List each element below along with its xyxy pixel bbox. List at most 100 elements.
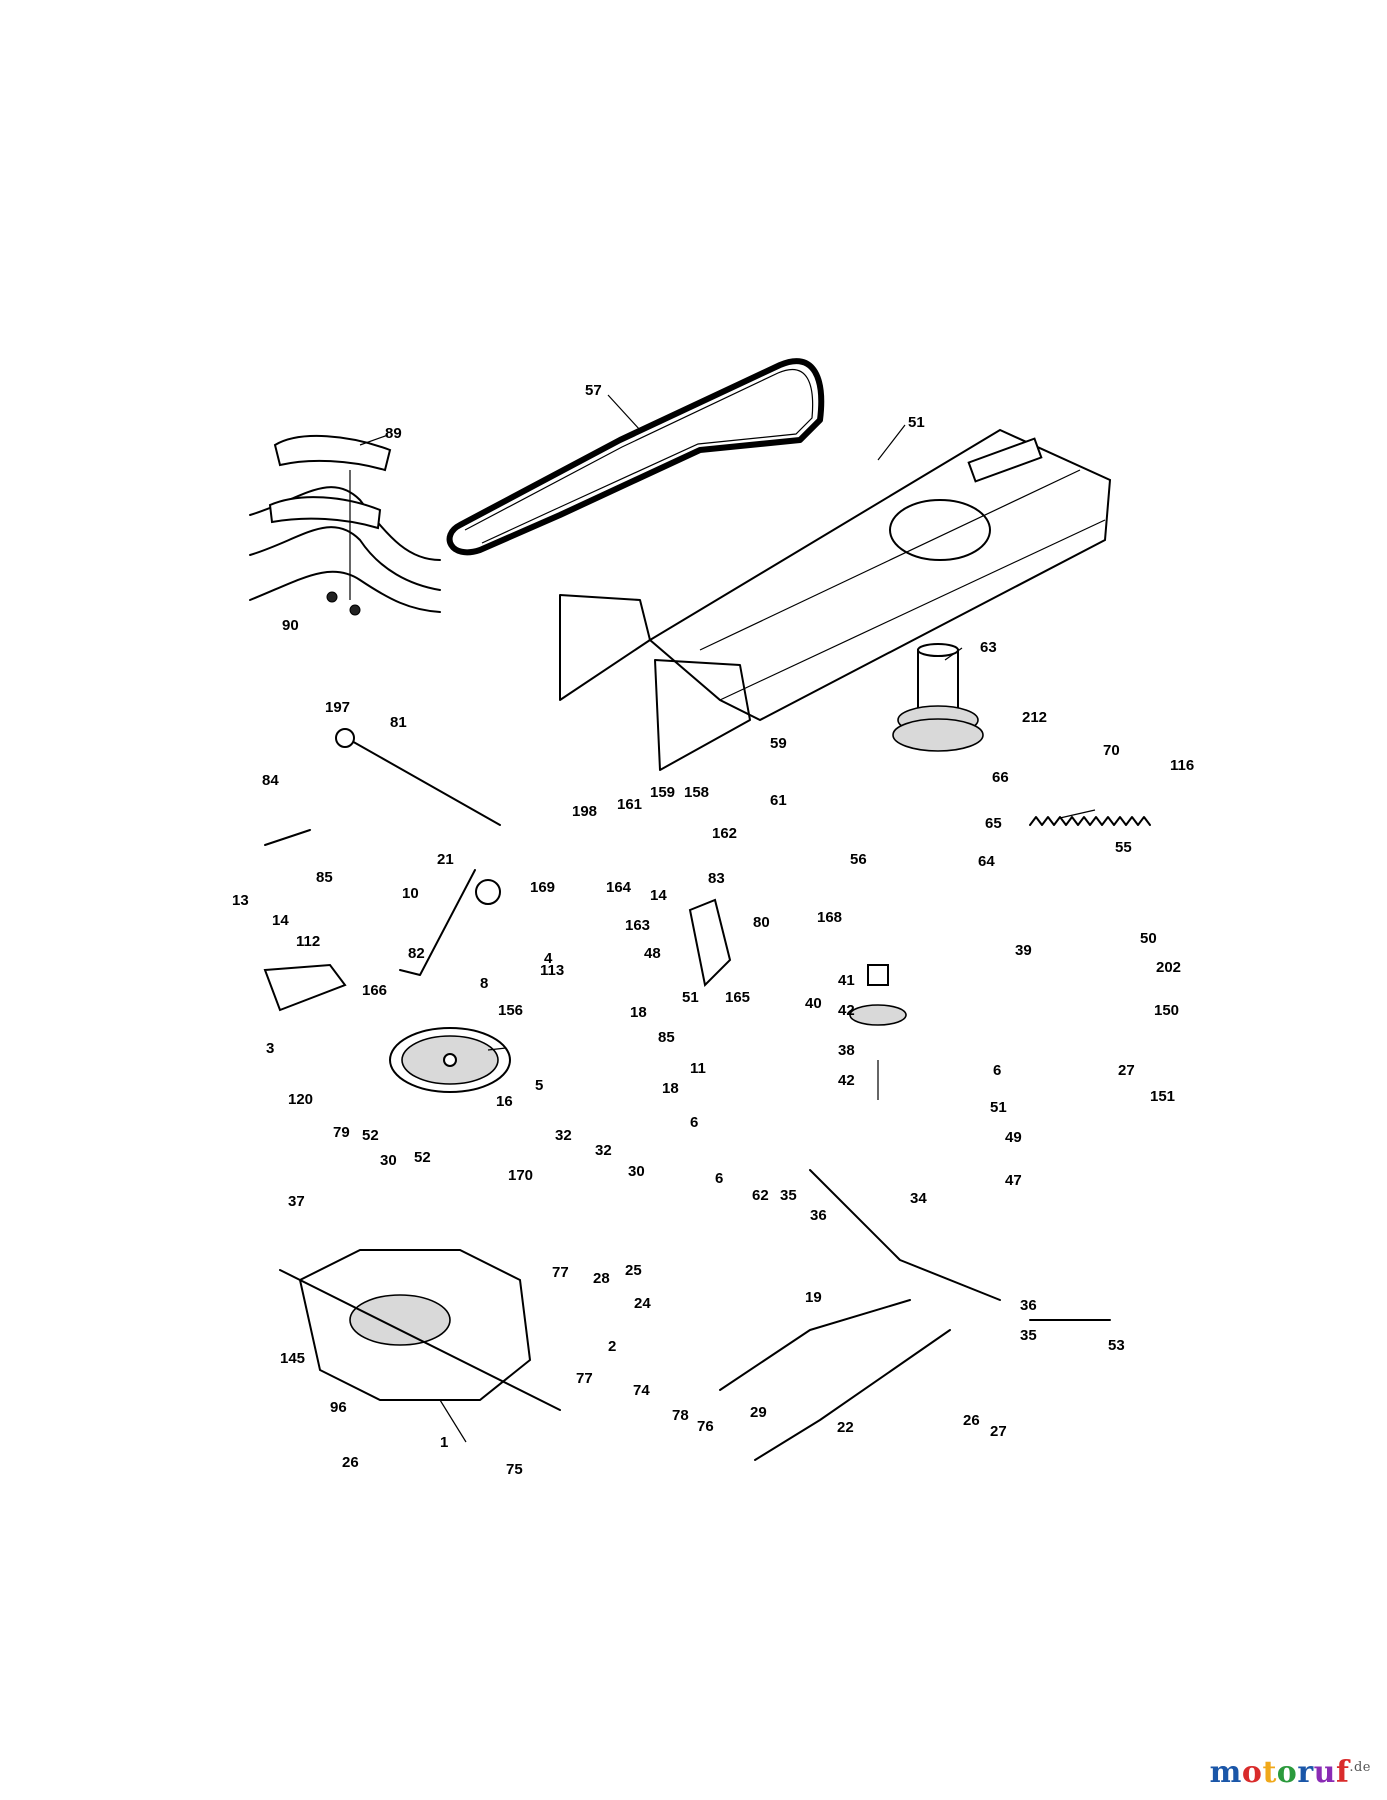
callout-label: 25 — [625, 1262, 642, 1279]
callout-label: 1 — [440, 1434, 448, 1451]
callout-label: 16 — [496, 1093, 513, 1110]
callout-labels: 57 89 51 90 63 212 70 116 59 61 66 197 8… — [232, 382, 1194, 1478]
callout-label: 64 — [978, 853, 995, 870]
callout-label: 55 — [1115, 839, 1132, 856]
shift-rod-part — [335, 728, 501, 826]
callout-label: 28 — [593, 1270, 610, 1287]
callout-label: 5 — [535, 1077, 543, 1094]
callout-label: 42 — [838, 1002, 855, 1019]
callout-label: 77 — [576, 1370, 593, 1387]
callout-label: 38 — [838, 1042, 855, 1059]
callout-label: 48 — [644, 945, 661, 962]
callout-label: 168 — [817, 909, 842, 926]
callout-label: 13 — [232, 892, 249, 909]
callout-label: 96 — [330, 1399, 347, 1416]
callout-label: 6 — [715, 1170, 723, 1187]
callout-label: 66 — [992, 769, 1009, 786]
callout-label: 62 — [752, 1187, 769, 1204]
callout-label: 74 — [633, 1382, 650, 1399]
callout-label: 18 — [662, 1080, 679, 1097]
callout-label: 77 — [552, 1264, 569, 1281]
idler-pulley-parts — [849, 964, 907, 1100]
callout-label: 39 — [1015, 942, 1032, 959]
callout-label: 21 — [437, 851, 454, 868]
callout-label: 52 — [414, 1149, 431, 1166]
callout-label: 85 — [658, 1029, 675, 1046]
callout-label: 36 — [810, 1207, 827, 1224]
callout-label: 83 — [708, 870, 725, 887]
callout-label: 18 — [630, 1004, 647, 1021]
callout-label: 27 — [1118, 1062, 1135, 1079]
callout-label: 36 — [1020, 1297, 1037, 1314]
callout-label: 35 — [780, 1187, 797, 1204]
callout-label: 56 — [850, 851, 867, 868]
callout-label: 41 — [838, 972, 855, 989]
callout-label: 164 — [606, 879, 632, 896]
callout-label: 24 — [634, 1295, 651, 1312]
frame-part — [559, 428, 1112, 771]
callout-label: 35 — [1020, 1327, 1037, 1344]
callout-label: 57 — [585, 382, 602, 399]
callout-label: 47 — [1005, 1172, 1022, 1189]
callout-label: 14 — [272, 912, 289, 929]
callout-label: 145 — [280, 1350, 305, 1367]
callout-label: 76 — [697, 1418, 714, 1435]
callout-label: 85 — [316, 869, 333, 886]
callout-label: 30 — [628, 1163, 645, 1180]
callout-label: 63 — [980, 639, 997, 656]
callout-label: 51 — [908, 414, 925, 431]
pulley-stack-part — [892, 643, 984, 752]
callout-label: 70 — [1103, 742, 1120, 759]
callout-label: 34 — [910, 1190, 927, 1207]
callout-label: 19 — [805, 1289, 822, 1306]
callout-label: 161 — [617, 796, 642, 813]
callout-label: 75 — [506, 1461, 523, 1478]
main-pulley-part — [389, 1027, 511, 1093]
callout-label: 89 — [385, 425, 402, 442]
callout-label: 156 — [498, 1002, 523, 1019]
callout-label: 113 — [540, 962, 564, 979]
callout-label: 116 — [1170, 757, 1194, 774]
callout-label: 159 — [650, 784, 675, 801]
callout-label: 53 — [1108, 1337, 1125, 1354]
callout-label: 30 — [380, 1152, 397, 1169]
drive-belt — [446, 358, 825, 556]
callout-label: 10 — [402, 885, 419, 902]
callout-label: 49 — [1005, 1129, 1022, 1146]
callout-label: 78 — [672, 1407, 689, 1424]
callout-label: 120 — [288, 1091, 313, 1108]
callout-label: 6 — [690, 1114, 698, 1131]
callout-label: 27 — [990, 1423, 1007, 1440]
callout-label: 80 — [753, 914, 770, 931]
callout-label: 198 — [572, 803, 597, 820]
callout-label: 170 — [508, 1167, 533, 1184]
callout-label: 22 — [837, 1419, 854, 1436]
callout-label: 26 — [963, 1412, 980, 1429]
callout-label: 82 — [408, 945, 425, 962]
transaxle-part — [279, 1249, 561, 1411]
brake-rod-parts — [719, 1169, 1111, 1461]
callout-label: 37 — [288, 1193, 305, 1210]
callout-label: 8 — [480, 975, 488, 992]
callout-label: 61 — [770, 792, 787, 809]
callout-label: 169 — [530, 879, 555, 896]
callout-label: 11 — [690, 1060, 706, 1077]
callout-label: 90 — [282, 617, 299, 634]
callout-label: 150 — [1154, 1002, 1179, 1019]
callout-label: 65 — [985, 815, 1002, 832]
callout-label: 6 — [993, 1062, 1001, 1079]
callout-label: 212 — [1022, 709, 1047, 726]
callout-label: 163 — [625, 917, 650, 934]
callout-leaders — [359, 394, 1096, 1443]
callout-label: 32 — [595, 1142, 612, 1159]
fender-part — [249, 434, 441, 616]
callout-label: 50 — [1140, 930, 1157, 947]
callout-label: 42 — [838, 1072, 855, 1089]
callout-label: 14 — [650, 887, 667, 904]
callout-label: 158 — [684, 784, 709, 801]
callout-label: 40 — [805, 995, 822, 1012]
callout-label: 151 — [1150, 1088, 1175, 1105]
callout-label: 52 — [362, 1127, 379, 1144]
callout-label: 79 — [333, 1124, 350, 1141]
